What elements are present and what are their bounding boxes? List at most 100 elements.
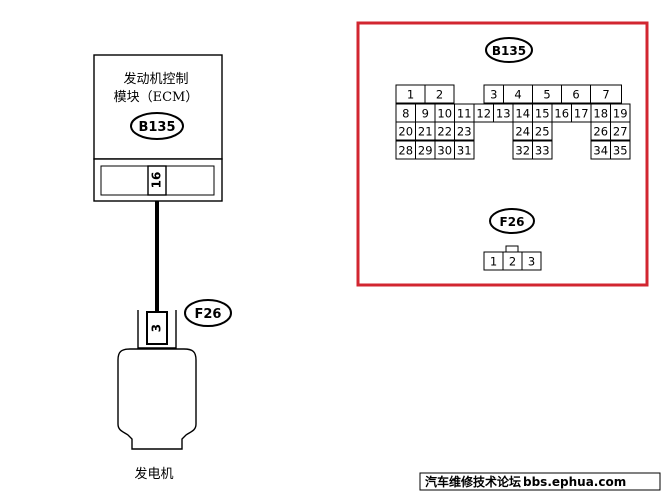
pin-cell: 21 <box>415 121 436 141</box>
pin-number: 3 <box>528 255 535 269</box>
f26-latch <box>505 245 519 253</box>
pin-cell: 8 <box>395 103 416 123</box>
pin-number: 24 <box>515 125 530 139</box>
pin-cell: 34 <box>590 140 611 160</box>
f26-badge: F26 <box>489 208 535 234</box>
pin-number: 16 <box>554 107 569 121</box>
pin-cell: 6 <box>561 84 591 104</box>
pin-cell: 11 <box>454 103 475 123</box>
pin-number: 27 <box>613 125 628 139</box>
pin-number: 33 <box>535 144 550 158</box>
ecm-title-line1: 发动机控制 <box>123 71 188 87</box>
pin-cell: 30 <box>434 140 455 160</box>
pin-number: 4 <box>514 88 521 102</box>
pin-cell: 23 <box>454 121 475 141</box>
pin-cell: 3 <box>521 251 542 271</box>
pin-number: 18 <box>593 107 608 121</box>
pin-cell: 29 <box>415 140 436 160</box>
pin-cell: 22 <box>434 121 455 141</box>
ecm-pin-number: 16 <box>150 172 164 189</box>
pin-cell: 1 <box>395 84 426 104</box>
pin-cell: 12 <box>473 103 494 123</box>
footer-forum-name: 汽车维修技术论坛 <box>425 474 521 489</box>
pin-cell: 28 <box>395 140 416 160</box>
pin-cell: 9 <box>415 103 436 123</box>
b135-badge-label: B135 <box>492 44 526 58</box>
pin-cell: 33 <box>532 140 553 160</box>
pin-cell: 27 <box>610 121 631 141</box>
pin-cell: 16 <box>551 103 572 123</box>
pin-number: 25 <box>535 125 550 139</box>
pin-number: 35 <box>613 144 628 158</box>
pin-number: 10 <box>437 107 452 121</box>
pin-cell: 2 <box>502 251 523 271</box>
pin-number: 19 <box>613 107 628 121</box>
pin-number: 23 <box>457 125 472 139</box>
pin-cell: 18 <box>590 103 611 123</box>
ecm-body <box>93 54 223 160</box>
pin-cell: 19 <box>610 103 631 123</box>
pin-number: 2 <box>509 255 516 269</box>
ecm-pin-cell <box>147 165 167 196</box>
pin-number: 21 <box>418 125 433 139</box>
ecm-connector-label: B135 <box>138 120 175 135</box>
generator-connector-badge: F26 <box>184 299 232 327</box>
generator-pin-number: 3 <box>150 324 164 332</box>
pin-cell: 1 <box>483 251 504 271</box>
pin-number: 8 <box>402 107 409 121</box>
pin-number: 32 <box>515 144 530 158</box>
footer-watermark: 汽车维修技术论坛 bbs.ephua.com <box>419 472 661 491</box>
f26-badge-label: F26 <box>500 215 525 229</box>
pin-cell: 3 <box>483 84 504 104</box>
pin-cell: 17 <box>571 103 592 123</box>
generator-connector: 3 <box>137 310 177 349</box>
pin-number: 29 <box>418 144 433 158</box>
pin-number: 22 <box>437 125 452 139</box>
generator-body <box>117 348 197 450</box>
pin-number: 13 <box>496 107 511 121</box>
generator-label: 发电机 <box>134 466 173 482</box>
pin-cell: 10 <box>434 103 455 123</box>
pin-cell: 5 <box>532 84 562 104</box>
pin-number: 9 <box>422 107 429 121</box>
pin-number: 26 <box>593 125 608 139</box>
pin-number: 28 <box>398 144 413 158</box>
pin-number: 1 <box>407 88 414 102</box>
ecm-connector-badge: B135 <box>130 112 184 140</box>
pin-number: 12 <box>476 107 491 121</box>
pin-number: 34 <box>593 144 608 158</box>
pin-number: 14 <box>515 107 530 121</box>
pin-cell: 7 <box>590 84 622 104</box>
pin-cell: 31 <box>454 140 475 160</box>
pin-cell: 20 <box>395 121 416 141</box>
pin-number: 7 <box>602 88 609 102</box>
pin-cell: 15 <box>532 103 553 123</box>
generator-pin-cell <box>146 311 168 345</box>
pin-cell: 26 <box>590 121 611 141</box>
pin-number: 15 <box>535 107 550 121</box>
pin-cell: 4 <box>503 84 533 104</box>
pin-number: 5 <box>543 88 550 102</box>
pin-number: 20 <box>398 125 413 139</box>
pin-number: 17 <box>574 107 589 121</box>
pin-number: 2 <box>436 88 443 102</box>
pin-cell: 32 <box>512 140 533 160</box>
footer-url: bbs.ephua.com <box>523 475 626 489</box>
pin-number: 3 <box>490 88 497 102</box>
pin-cell: 13 <box>493 103 514 123</box>
ecm-module: 发动机控制 模块（ECM） B135 16 <box>93 54 223 202</box>
pin-cell: 2 <box>424 84 455 104</box>
ecm-title-line2: 模块（ECM） <box>114 90 199 105</box>
pin-cell: 24 <box>512 121 533 141</box>
pin-cell: 35 <box>610 140 631 160</box>
generator-connector-label: F26 <box>195 307 222 322</box>
pin-number: 1 <box>490 255 497 269</box>
pin-cell: 14 <box>512 103 533 123</box>
pin-number: 11 <box>457 107 472 121</box>
pin-number: 30 <box>437 144 452 158</box>
pin-number: 6 <box>572 88 579 102</box>
